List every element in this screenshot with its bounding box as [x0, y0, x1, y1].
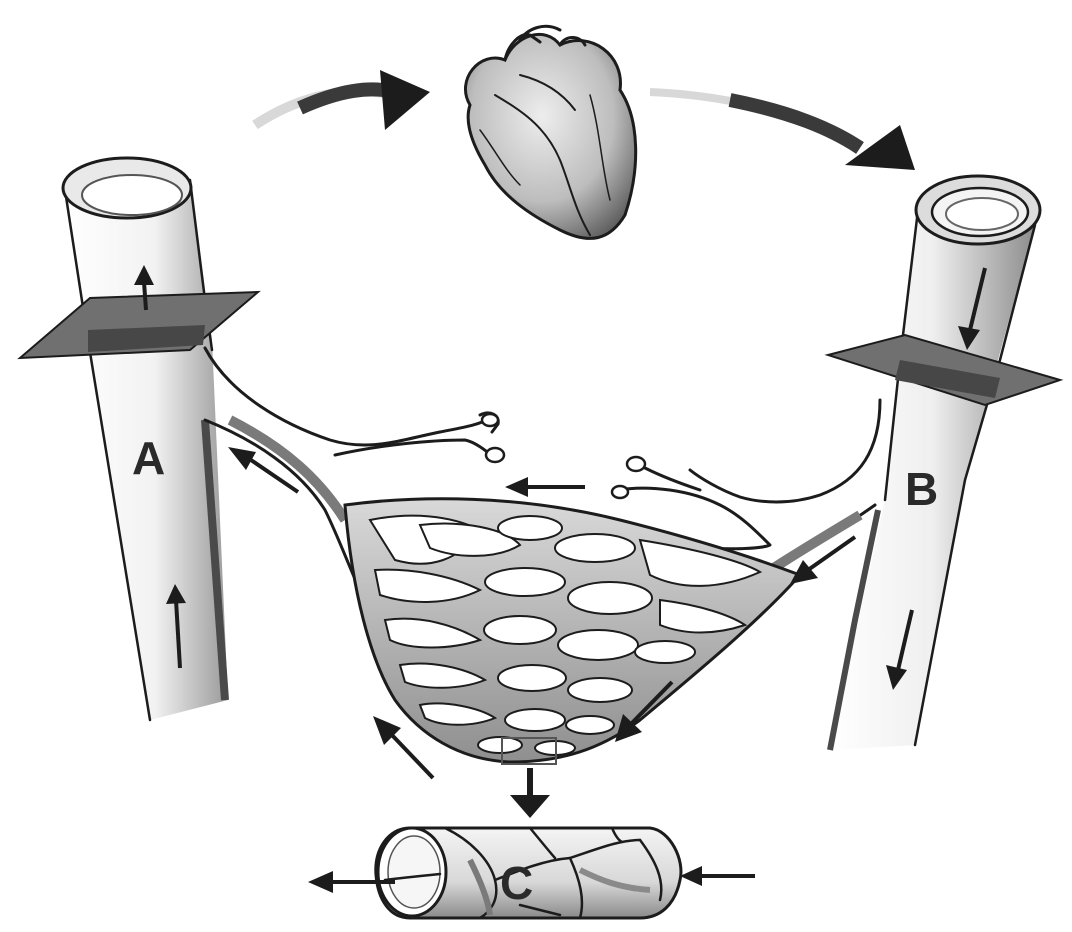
- vein-arrow-up-bottom: [166, 584, 186, 669]
- artery-arrow-down-top: [958, 267, 987, 350]
- capillary-closeup: [374, 826, 683, 920]
- label-b: B: [905, 463, 938, 515]
- arrow-flow-left-middle: [505, 477, 585, 497]
- arrow-into-closeup: [680, 866, 755, 886]
- label-c: C: [500, 857, 533, 909]
- artery-arrow-down-bottom: [886, 609, 914, 690]
- arrow-heart-to-artery: [649, 88, 915, 170]
- label-a: A: [132, 432, 165, 484]
- arrow-zoom-down: [510, 768, 550, 818]
- capillary-bed: [203, 346, 882, 765]
- arrow-from-artery-upper: [790, 535, 857, 584]
- arrow-vein-to-heart: [252, 70, 430, 130]
- heart: [463, 24, 638, 240]
- artery-tube: [824, 174, 1064, 751]
- arrow-into-vein: [228, 447, 300, 494]
- arrow-from-artery-lower: [615, 680, 674, 742]
- arrow-toward-vein-lower: [373, 716, 435, 780]
- arrow-out-of-closeup: [308, 871, 395, 893]
- vein-arrow-up-top: [134, 265, 154, 311]
- vein-tube: [17, 156, 261, 722]
